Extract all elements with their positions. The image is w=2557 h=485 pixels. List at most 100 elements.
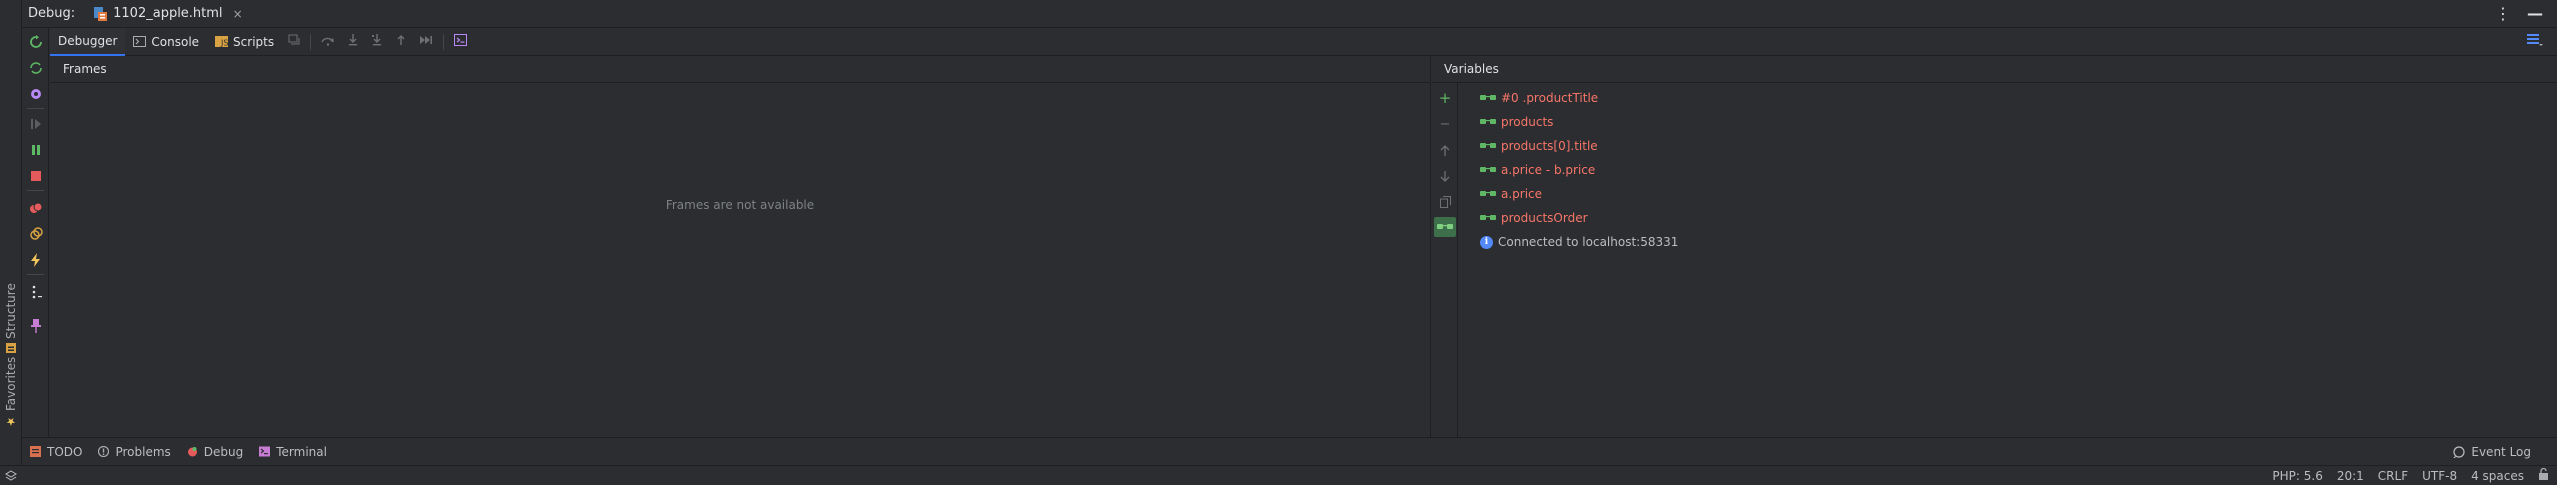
watch-item[interactable]: a.price - b.price <box>1480 158 1678 182</box>
watches-list: #0 .productTitle products products[0].ti… <box>1480 86 1678 254</box>
favorites-tab-label: Favorites <box>4 356 18 411</box>
debug-actions-toolbar <box>22 28 49 437</box>
session-file-name: 1102_apple.html <box>113 6 223 21</box>
debug-tab-label: Debug <box>203 444 244 459</box>
problems-tab[interactable]: Problems <box>90 445 178 459</box>
problems-tab-label: Problems <box>115 444 171 459</box>
step-into-icon[interactable] <box>341 33 365 50</box>
variables-toolbar: + − <box>1432 83 1458 437</box>
show-watches-glasses-icon[interactable] <box>1434 217 1456 237</box>
duplicate-watch-icon[interactable] <box>1438 195 1452 209</box>
watch-expression: a.price - b.price <box>1501 163 1596 177</box>
variables-panel: Variables + − #0 .productTitle products … <box>1432 56 2557 437</box>
debug-label: Debug: <box>28 6 76 21</box>
lightning-icon[interactable] <box>28 252 43 267</box>
tab-debugger-label: Debugger <box>58 33 118 48</box>
run-to-cursor-icon[interactable] <box>413 34 439 50</box>
connection-info: Connected to localhost:58331 <box>1498 235 1679 249</box>
watch-glasses-icon <box>1480 143 1496 148</box>
debug-session-tab[interactable]: 1102_apple.html × <box>83 0 252 28</box>
resume-icon[interactable] <box>28 116 43 131</box>
watch-glasses-icon <box>1480 167 1496 172</box>
toolbar-separator <box>27 274 44 275</box>
indent-setting[interactable]: 4 spaces <box>2471 468 2524 483</box>
todo-tab[interactable]: TODO <box>22 445 90 459</box>
watch-item[interactable]: productsOrder <box>1480 206 1678 230</box>
more-options-icon[interactable]: ⋮ <box>2495 4 2511 23</box>
watch-expression: #0 .productTitle <box>1501 91 1599 105</box>
watch-expression: products <box>1501 115 1554 129</box>
frames-title: Frames <box>50 56 1430 83</box>
svg-text:JS: JS <box>220 39 228 48</box>
line-separator[interactable]: CRLF <box>2377 468 2409 483</box>
step-over-icon[interactable] <box>315 34 341 50</box>
watch-item[interactable]: #0 .productTitle <box>1480 86 1678 110</box>
add-watch-icon[interactable]: + <box>1438 89 1452 107</box>
info-message-row: i Connected to localhost:58331 <box>1480 230 1678 254</box>
toolbar-separator <box>27 108 44 109</box>
layers-icon[interactable] <box>5 469 17 482</box>
structure-tab[interactable]: Structure <box>2 283 20 353</box>
pin-icon[interactable] <box>28 318 43 333</box>
restore-layout-icon[interactable] <box>282 34 306 50</box>
file-encoding[interactable]: UTF-8 <box>2422 468 2458 483</box>
structure-tab-label: Structure <box>4 283 18 339</box>
toolbar-separator <box>27 190 44 191</box>
watch-glasses-icon <box>1480 215 1496 220</box>
watch-glasses-icon <box>1480 191 1496 196</box>
favorites-tab[interactable]: ★ Favorites <box>2 357 20 428</box>
layout-settings-icon[interactable] <box>2527 34 2543 49</box>
more-actions-icon[interactable] <box>28 284 43 299</box>
close-icon[interactable]: × <box>232 6 243 21</box>
html-file-icon <box>94 6 108 21</box>
todo-tab-label: TODO <box>47 444 83 459</box>
tab-scripts-label: Scripts <box>233 34 275 49</box>
pause-icon[interactable] <box>28 142 43 157</box>
terminal-tab-label: Terminal <box>276 444 327 459</box>
restart-frames-icon[interactable] <box>28 60 43 75</box>
frames-panel: Frames Frames are not available <box>50 56 1431 437</box>
event-log-label: Event Log <box>2471 444 2531 459</box>
cursor-position[interactable]: 20:1 <box>2336 468 2364 483</box>
structure-icon <box>6 343 16 353</box>
tab-console-label: Console <box>151 34 200 49</box>
event-log-tab[interactable]: Event Log <box>2453 445 2557 459</box>
status-bar: PHP: 5.6 20:1 CRLF UTF-8 4 spaces <box>0 465 2557 485</box>
move-up-icon[interactable] <box>1438 143 1452 157</box>
lock-icon[interactable] <box>2538 467 2549 483</box>
stop-icon[interactable] <box>28 168 43 183</box>
watch-item[interactable]: products <box>1480 110 1678 134</box>
tab-scripts[interactable]: JS Scripts <box>207 28 282 56</box>
event-log-icon <box>2453 445 2465 458</box>
force-step-into-icon[interactable] <box>365 33 389 50</box>
tab-separator <box>443 33 445 50</box>
watch-expression: products[0].title <box>1501 139 1598 153</box>
step-out-icon[interactable] <box>389 34 413 50</box>
tool-window-bar: TODO Problems Debug Terminal Event Log <box>22 437 2557 465</box>
minimize-icon[interactable]: — <box>2527 4 2543 23</box>
terminal-tab[interactable]: Terminal <box>251 445 335 459</box>
watch-expression: a.price <box>1501 187 1543 201</box>
php-version[interactable]: PHP: 5.6 <box>2272 468 2323 483</box>
debugger-tab-bar: Debugger Console JS Scripts <box>50 27 2557 56</box>
evaluate-expression-icon[interactable] <box>448 33 473 50</box>
debug-header: Debug: 1102_apple.html × ⋮ — <box>22 0 2557 28</box>
star-icon: ★ <box>4 415 18 428</box>
watch-expression: productsOrder <box>1501 211 1588 225</box>
remove-watch-icon[interactable]: − <box>1439 116 1451 132</box>
mute-breakpoints-icon[interactable] <box>28 226 43 241</box>
rerun-icon[interactable] <box>28 34 43 49</box>
console-icon <box>133 36 147 47</box>
tab-separator <box>310 33 312 50</box>
left-tool-strip: Structure ★ Favorites <box>0 0 22 465</box>
view-breakpoints-icon[interactable] <box>28 200 43 215</box>
tab-debugger[interactable]: Debugger <box>50 27 126 56</box>
debug-tab[interactable]: Debug <box>179 445 251 459</box>
tab-console[interactable]: Console <box>125 28 207 56</box>
move-down-icon[interactable] <box>1438 169 1452 183</box>
watch-item[interactable]: a.price <box>1480 182 1678 206</box>
watch-glasses-icon <box>1480 95 1496 100</box>
watch-item[interactable]: products[0].title <box>1480 134 1678 158</box>
variables-title: Variables <box>1432 56 2557 83</box>
settings-gear-icon[interactable] <box>28 86 43 101</box>
